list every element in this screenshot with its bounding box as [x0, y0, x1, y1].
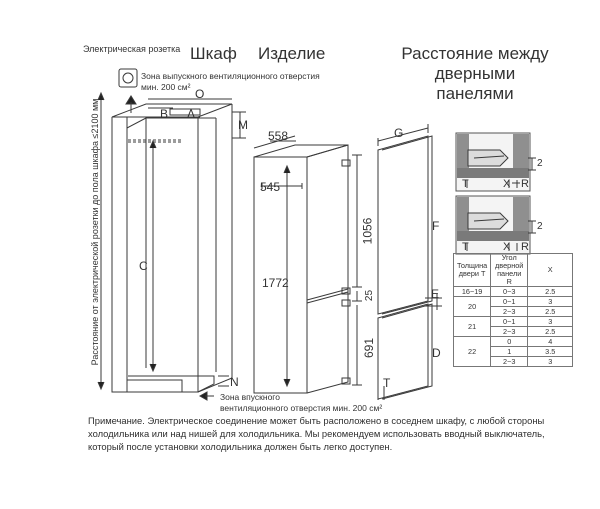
dim-558: 558	[268, 129, 289, 143]
dim-1056: 1056	[360, 217, 375, 245]
table-cell: 3	[527, 316, 574, 327]
dim-1772: 1772	[262, 276, 289, 290]
exhaust-zone-label: Зона выпускного вентиляционного отверсти…	[141, 71, 320, 81]
cabinet-drawing	[111, 98, 246, 393]
table-cell: 3.5	[527, 346, 574, 357]
installation-note: Примечание. Электрическое соединение мож…	[88, 415, 545, 452]
table-cell: 1	[490, 346, 529, 357]
table-cell: 2.5	[527, 286, 574, 297]
door-gap-table: Толщина двери T Угол дверной панели R X …	[452, 253, 574, 367]
dim-T: T	[383, 376, 391, 390]
table-header-row: Толщина двери T Угол дверной панели R X	[452, 253, 574, 287]
table-cell: 16~19	[452, 286, 492, 297]
dim-545: 545	[260, 180, 281, 194]
dim-D: D	[432, 346, 441, 360]
table-cell: 2~3	[490, 326, 529, 337]
hinge-detail-1	[455, 132, 536, 192]
table-row: 21 0~1 3	[452, 316, 574, 337]
dim-25: 25	[364, 289, 376, 302]
exhaust-zone-area: мин. 200 см²	[141, 82, 191, 92]
table-cell: 3	[527, 356, 574, 367]
detail1-T: T	[462, 178, 469, 190]
detail1-R: R	[521, 178, 529, 190]
table-cell: 22	[452, 336, 492, 367]
table-row: 20 0~1 3	[452, 296, 574, 317]
table-cell: 4	[527, 336, 574, 347]
table-cell: 0~1	[490, 316, 529, 327]
dim-O: O	[195, 87, 205, 101]
dim-M: M	[238, 118, 248, 132]
exhaust-arrow-icon	[125, 95, 137, 113]
detail2-T: T	[462, 241, 469, 253]
dim-G: G	[394, 126, 404, 140]
table-cell: 2~3	[490, 356, 529, 367]
intake-arrow-icon	[198, 391, 214, 401]
dim-F: F	[432, 219, 440, 233]
intake-zone-area: вентиляционного отверстия мин. 200 см²	[220, 403, 383, 413]
socket-label: Электрическая розетка	[83, 44, 181, 54]
dim-E: E	[431, 287, 440, 301]
table-cell: 0~1	[490, 296, 529, 307]
table-cell: 21	[452, 316, 492, 337]
table-cell: 2~3	[490, 306, 529, 317]
table-cell: 0	[490, 336, 529, 347]
distance-title: Расстояние между дверными панелями	[401, 44, 549, 103]
detail2-gap: 2	[537, 221, 543, 232]
detail1-gap: 2	[537, 158, 543, 169]
table-row: 22 0 4	[452, 336, 574, 367]
table-header-thickness: Толщина двери T	[452, 253, 492, 287]
product-title: Изделие	[258, 44, 326, 63]
detail2-X: X	[503, 241, 511, 253]
dim-A: A	[187, 107, 196, 121]
dim-C: C	[139, 259, 148, 273]
intake-zone-label: Зона впускного	[220, 392, 280, 402]
door-panels-drawing	[377, 124, 442, 400]
table-header-x: X	[527, 253, 574, 287]
fridge-drawing	[253, 135, 362, 394]
table-cell: 3	[527, 296, 574, 307]
table-cell: 0~3	[490, 286, 529, 297]
table-header-angle: Угол дверной панели R	[490, 253, 529, 287]
detail1-X: X	[503, 178, 511, 190]
table-row: 2~3 3	[454, 356, 574, 367]
dim-N: N	[230, 375, 239, 389]
table-cell: 2.5	[527, 306, 574, 317]
table-cell: 20	[452, 296, 492, 317]
socket-icon	[118, 68, 138, 88]
table-row: 16~19 0~3 2.5	[452, 286, 574, 297]
table-cell: 2.5	[527, 326, 574, 337]
dim-B: B	[160, 107, 169, 121]
hinge-detail-2	[455, 195, 536, 255]
detail2-R: R	[521, 241, 529, 253]
cabinet-title: Шкаф	[190, 44, 237, 63]
dim-691: 691	[362, 337, 377, 359]
height-dim-label: Расстояние от электрической розетки до п…	[90, 98, 100, 366]
